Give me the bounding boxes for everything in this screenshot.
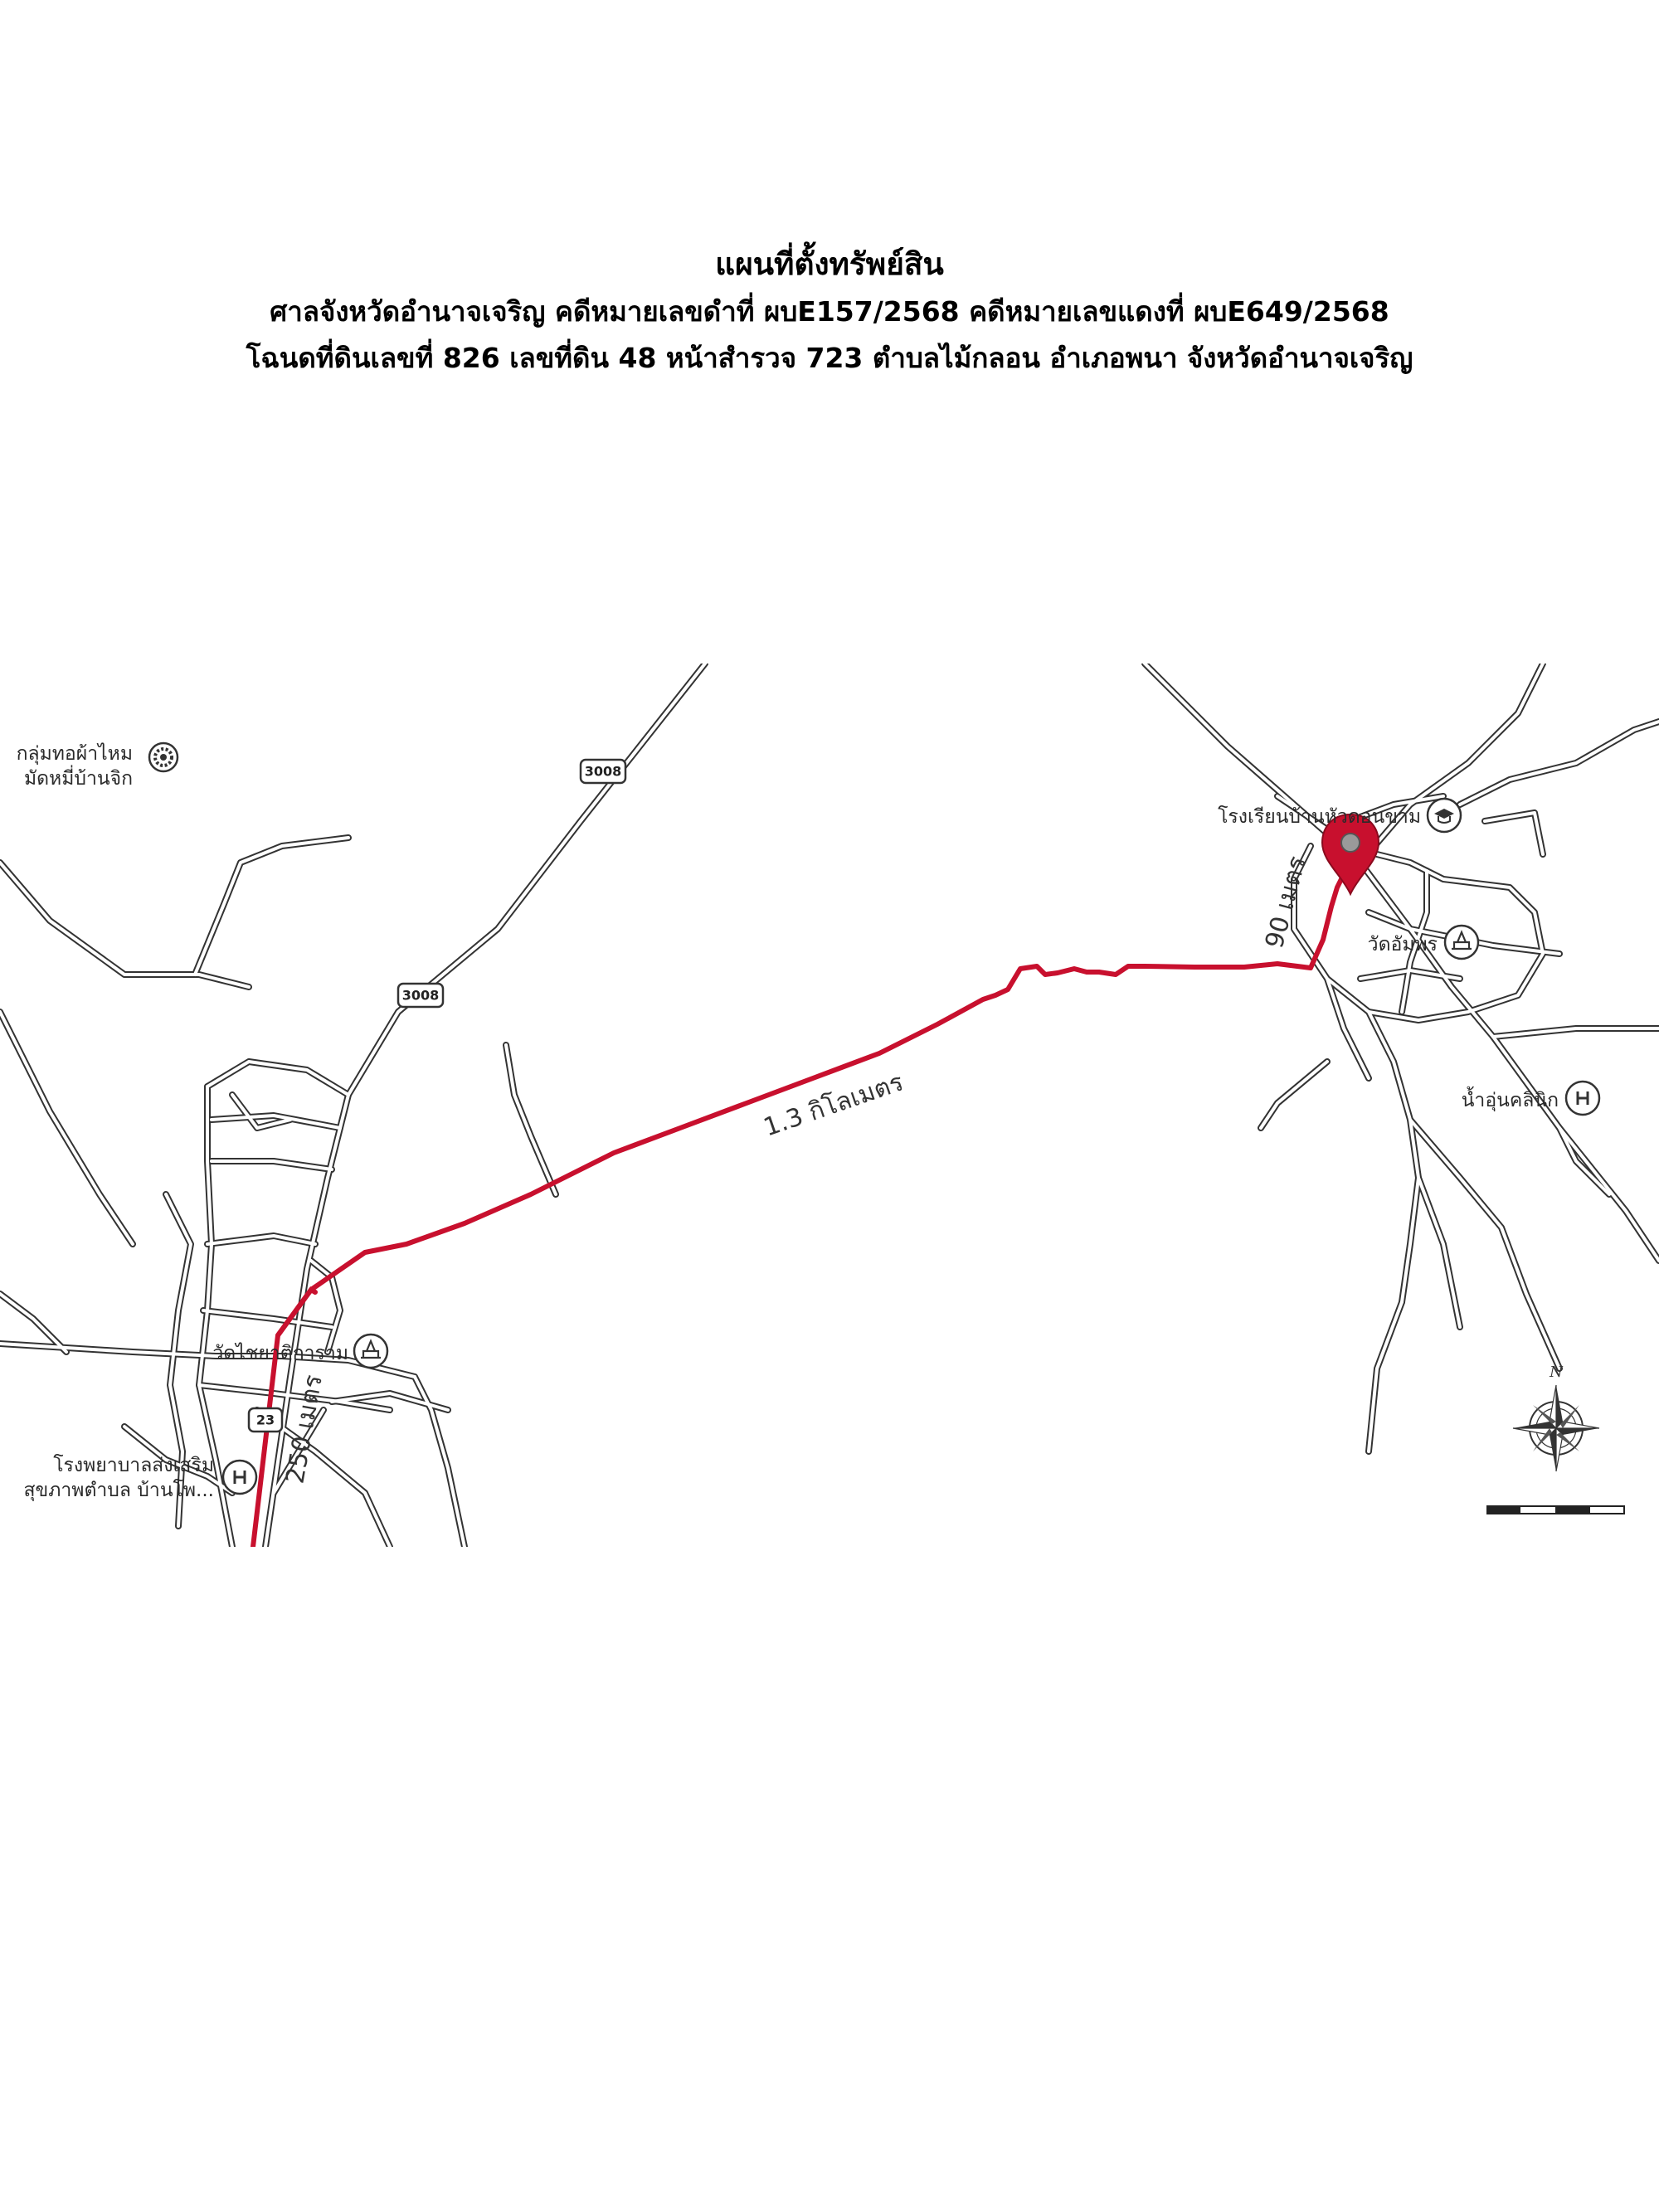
poi-label-weaving-group: กลุ่มทอผ้าไหม [17,742,133,765]
svg-text:3008: 3008 [402,988,440,1004]
poi-label-hospital-2: สุขภาพตำบล บ้านโพ... [23,1479,214,1501]
road-shield-3008-north: 3008 [579,758,627,785]
compass-north-letter: N [1549,1364,1564,1381]
road-shield-3008-south: 3008 [397,982,445,1009]
svg-text:3008: 3008 [585,764,622,780]
temple-icon [1443,924,1480,960]
location-pin-icon[interactable] [1321,813,1380,897]
deed-info-line: โฉนดที่ดินเลขที่ 826 เลขที่ดิน 48 หน้าสำ… [246,342,1413,374]
road-shield-23: 23 [247,1407,284,1433]
route-spur-west [275,1286,318,1338]
graduation-cap-icon [1426,797,1462,834]
hospital-icon [221,1459,258,1495]
hospital-icon [1564,1080,1601,1116]
road-network [0,664,1659,1547]
poi-label-temple-west: วัดไชยาติการาม [212,1342,348,1364]
compass-rose-icon: N [1512,1364,1600,1472]
poi-label-clinic: น้ำอุ่นคลินิก [1462,1087,1559,1111]
route-line [251,856,1353,1547]
distance-label-main: 1.3 กิโลเมตร [760,1067,907,1142]
poi-label-hospital: โรงพยาบาลส่งเสริม [53,1454,214,1476]
scale-bar-icon [1486,1505,1625,1514]
case-info-line: ศาลจังหวัดอำนาจเจริญ คดีหมายเลขดำที่ ผบE… [270,295,1389,328]
map-header: แผนที่ตั้งทรัพย์สิน ศาลจังหวัดอำนาจเจริญ… [0,241,1659,382]
location-map[interactable]: 3008 3008 23 กลุ่มทอผ้าไหม มัดหมี่บ้านจิ… [0,664,1659,1547]
distance-label-east: 90 เมตร [1260,853,1312,952]
svg-text:23: 23 [256,1412,275,1428]
poi-label-weaving-group-2: มัดหมี่บ้านจิก [24,765,133,790]
poi-label-school: โรงเรียนบ้านหัวดอนขาม [1218,805,1421,828]
gear-icon [148,741,179,773]
temple-icon [353,1333,389,1369]
poi-label-temple-east: วัดอัมพร [1368,934,1438,955]
page-title: แผนที่ตั้งทรัพย์สิน [715,246,944,282]
